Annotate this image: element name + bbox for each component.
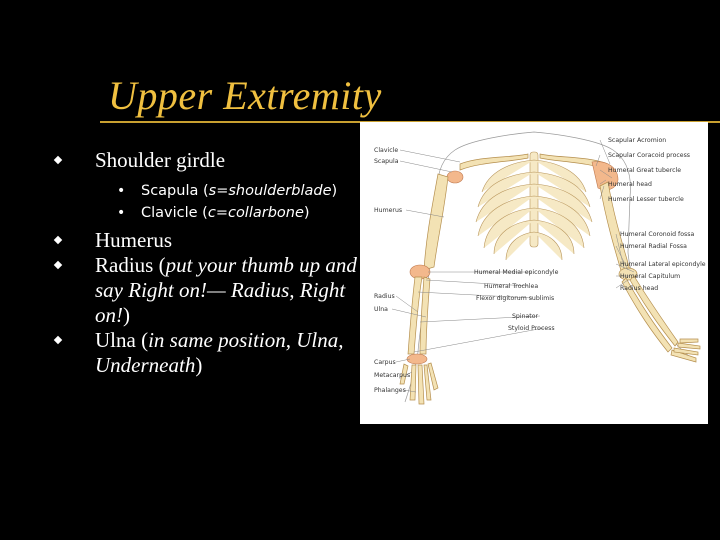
- figure-label: Metacarpus: [374, 372, 410, 379]
- figure-label: Humeral Medial epicondyle: [474, 269, 559, 276]
- diamond-bullet-icon: [53, 155, 63, 165]
- leader-line: [615, 279, 629, 289]
- leader-line: [405, 209, 445, 218]
- leader-line: [425, 279, 529, 287]
- leader-line: [403, 389, 417, 393]
- slide-title: Upper Extremity: [108, 73, 382, 118]
- bullet-scapula: • Scapula (s=shoulderblade): [55, 180, 360, 202]
- left-labels: ClavicleScapulaHumerusRadiusUlnaCarpusMe…: [374, 147, 461, 394]
- diamond-bullet-icon: [53, 235, 63, 245]
- diamond-bullet-icon: [53, 260, 63, 270]
- figure-label: Ulna: [374, 306, 388, 313]
- figure-label: Flexor digitorum sublimis: [476, 295, 554, 302]
- leader-line: [599, 169, 613, 179]
- bullet-text: ): [123, 303, 130, 327]
- figure-label: Humeral Radial Fossa: [620, 243, 687, 250]
- leader-line: [615, 245, 629, 271]
- left-ulna: [419, 276, 431, 355]
- figure-label: Spinator: [512, 313, 538, 320]
- figure-label: Humeral head: [608, 181, 652, 188]
- bullet-radius: Radius (put your thumb up and say Right …: [53, 253, 360, 328]
- ribcage: [475, 151, 593, 261]
- left-clavicle: [459, 153, 529, 171]
- bullet-text: Shoulder girdle: [95, 148, 226, 172]
- bullet-text: ): [195, 353, 203, 377]
- leader-line: [395, 358, 411, 363]
- skeleton-diagram: ClavicleScapulaHumerusRadiusUlnaCarpusMe…: [374, 131, 706, 405]
- left-shoulder-joint: [446, 170, 464, 184]
- leader-line: [417, 291, 533, 299]
- leader-line: [599, 185, 605, 200]
- leader-line: [399, 149, 461, 163]
- leader-line: [395, 295, 419, 313]
- figure-label: Scapular Acromion: [608, 137, 666, 144]
- bullet-mnemonic: put your thumb up and say Right on!— Rad…: [95, 253, 357, 327]
- bullet-text: Clavicle (: [141, 205, 208, 221]
- bullet-text: Radius (: [95, 253, 166, 277]
- left-humerus: [423, 173, 449, 271]
- right-radius: [621, 277, 673, 353]
- figure-label: Phalanges: [374, 387, 406, 394]
- leader-line: [595, 154, 601, 167]
- figure-label: Carpus: [374, 359, 396, 366]
- sub-bullet-list: • Scapula (s=shoulderblade) • Clavicle (…: [55, 180, 360, 224]
- bullet-mnemonic: c=collarbone: [207, 205, 304, 221]
- leader-line: [413, 327, 545, 353]
- bullet-text: ): [331, 183, 338, 199]
- bullet-mnemonic: in same position, Ulna, Underneath: [95, 328, 344, 377]
- figure-label: Humeral Coronoid fossa: [620, 231, 694, 238]
- figure-label: Humeral Great tubercle: [608, 167, 681, 174]
- bullet-ulna: Ulna (in same position, Ulna, Underneath…: [53, 328, 360, 378]
- figure-label: Scapular Coracoid process: [608, 152, 690, 159]
- bullet-mnemonic: s=shoulderblade: [208, 183, 332, 199]
- bullet-humerus: Humerus: [53, 228, 360, 253]
- bullet-text: Humerus: [95, 228, 172, 252]
- figure-label: Humerus: [374, 207, 402, 214]
- left-hand: [399, 362, 439, 405]
- bullet-text: Ulna (: [95, 328, 149, 352]
- leader-line: [599, 139, 611, 165]
- diamond-bullet-icon: [53, 335, 63, 345]
- bullet-text: ): [303, 205, 310, 221]
- dot-bullet-icon: •: [117, 205, 126, 221]
- figure-label: Humeral Lesser tubercle: [608, 196, 684, 203]
- bullet-clavicle: • Clavicle (c=collarbone): [55, 202, 360, 224]
- figure-label: Styloid Process: [508, 325, 555, 332]
- figure-label: Clavicle: [374, 147, 398, 154]
- figure-label: Radius: [374, 293, 395, 300]
- leader-line: [405, 371, 413, 376]
- leader-line: [391, 308, 427, 318]
- dot-bullet-icon: •: [117, 183, 126, 199]
- figure-label: Humeral Capitulum: [620, 273, 680, 280]
- bullet-shoulder-girdle: Shoulder girdle: [53, 148, 360, 173]
- leader-line: [399, 160, 453, 173]
- leader-line: [615, 263, 635, 273]
- bullet-text: Scapula (: [141, 183, 209, 199]
- leader-line: [615, 233, 625, 269]
- leader-line: [599, 179, 607, 185]
- right-hand: [670, 338, 701, 363]
- right-ulna: [629, 275, 679, 347]
- leader-line: [419, 315, 541, 323]
- figure-label: Humeral Lateral epicondyle: [620, 261, 706, 268]
- figure-label: Humeral Trochlea: [484, 283, 538, 290]
- figure-label: Radius head: [620, 285, 658, 292]
- bullet-list: Shoulder girdle • Scapula (s=shoulderbla…: [53, 148, 360, 378]
- left-wrist: [406, 353, 428, 365]
- figure-label: Scapula: [374, 158, 399, 165]
